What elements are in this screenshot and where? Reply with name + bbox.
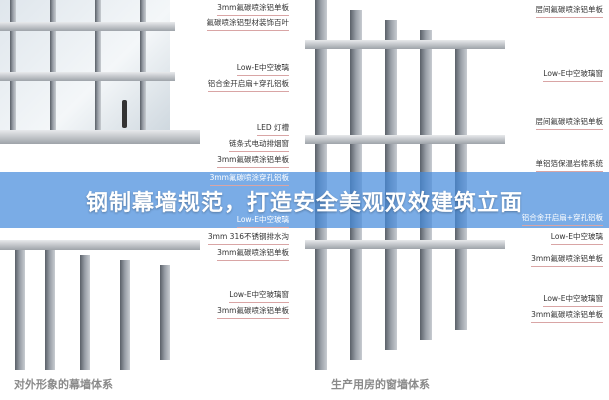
callout-label: 3mm氟碳喷涂铝单板 [217,2,289,16]
callout-label: 铝合金开启扇+穿孔铝板 [207,78,289,92]
person-figure [122,100,127,128]
banner-title: 钢制幕墙规范，打造安全美观双效建筑立面 [85,191,523,216]
callout-label: Low-E中空玻璃窗 [229,289,289,303]
callout-label: 层间氟碳喷涂铝单板 [535,116,603,130]
callout-label: Low-E中空玻璃窗 [543,293,603,307]
callout-label: 3mm氟碳喷涂铝单板 [531,309,603,323]
callout-label: 3mm氟碳喷涂铝单板 [531,253,603,267]
callout-label: Low-E中空玻璃窗 [543,68,603,82]
left-facade-illustration [0,0,240,370]
callout-label: 单铝箔保温岩棉系统 [535,158,603,172]
callout-label: LED 灯槽 [256,122,289,136]
callout-label: 铝合金开启扇+穿孔铝板 [521,212,603,226]
callout-label: Low-E中空玻璃 [550,231,603,245]
callout-label: 3mm氟碳喷涂铝单板 [217,305,289,319]
left-caption: 对外形象的幕墙体系 [14,378,113,391]
title-banner [0,172,609,228]
callout-label: 3mm 316不锈钢排水沟 [207,231,289,245]
callout-label: 3mm氟碳喷涂穿孔铝板 [209,172,289,186]
callout-label: 层间氟碳喷涂铝单板 [535,4,603,18]
callout-label: 链条式电动排烟窗 [229,138,289,152]
callout-label: Low-E中空玻璃 [236,214,289,228]
callout-label: 3mm氟碳喷涂铝单板 [217,247,289,261]
callout-label: 氟碳喷涂铝型材装饰百叶 [206,17,289,31]
right-caption: 生产用房的窗墙体系 [331,378,430,391]
callout-label: 3mm氟碳喷涂铝单板 [217,154,289,168]
callout-label: Low-E中空玻璃 [236,62,289,76]
